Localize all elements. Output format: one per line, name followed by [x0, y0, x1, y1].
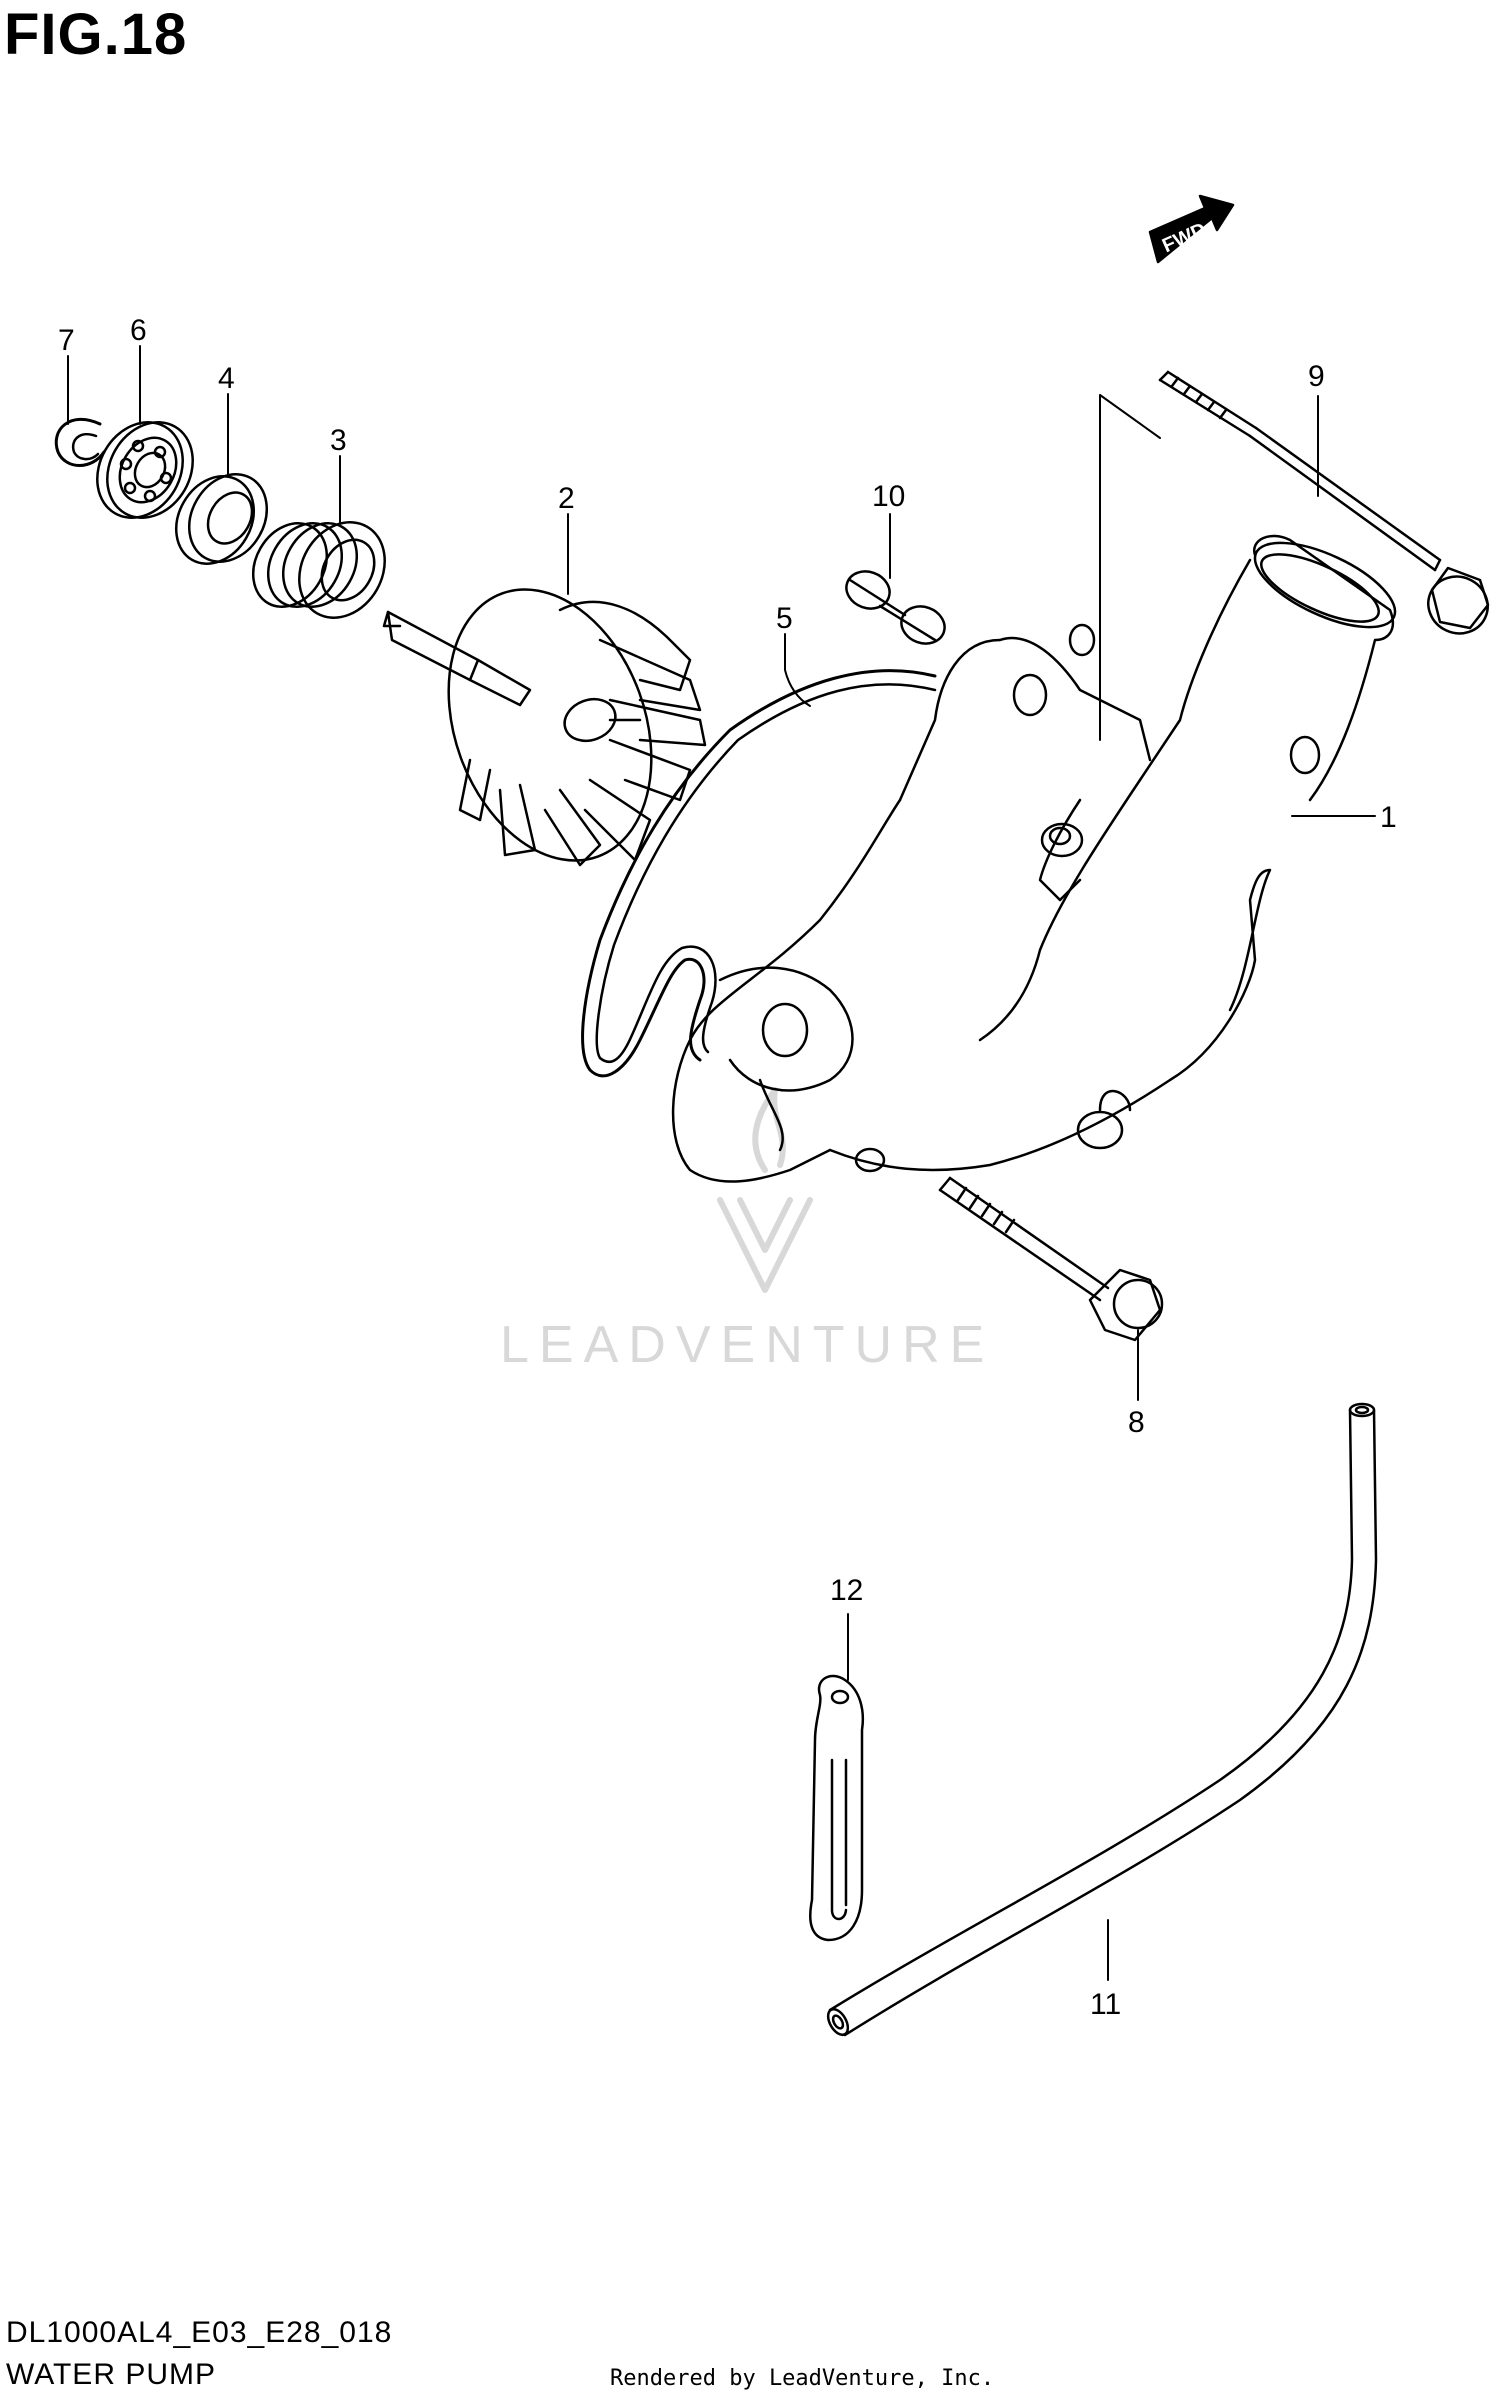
callout-9: 9 — [1308, 360, 1325, 393]
part-12-hose-clamp — [809, 1674, 864, 1942]
leadventure-watermark: LEADVENTURE — [500, 1087, 994, 1374]
part-9-long-bolt — [1158, 370, 1490, 635]
part-8-bolt — [938, 1176, 1164, 1342]
part-11-hose — [826, 1402, 1378, 2037]
callout-5: 5 — [776, 602, 793, 635]
watermark-logo — [717, 1087, 813, 1293]
model-code: DL1000AL4_E03_E28_018 — [6, 2316, 393, 2349]
callout-11: 11 — [1090, 1988, 1121, 2021]
leader-5 — [784, 633, 811, 707]
part-3-mechanical-seal — [251, 521, 386, 619]
part-10-dowel-pin — [845, 570, 946, 645]
callout-numbers: 1 2 3 4 5 6 7 8 9 10 11 12 — [58, 314, 1397, 2021]
render-credit: Rendered by LeadVenture, Inc. — [610, 2366, 995, 2391]
part-4-oil-seal — [175, 473, 268, 565]
part-6-bearing — [96, 421, 194, 519]
part-2-impeller — [382, 588, 707, 867]
callout-12: 12 — [830, 1574, 863, 1607]
leader-9-bracket — [1099, 394, 1161, 741]
callout-8: 8 — [1128, 1406, 1145, 1439]
callout-4: 4 — [218, 362, 235, 395]
callout-2: 2 — [558, 482, 575, 515]
fwd-arrow-icon: FWD — [1148, 194, 1235, 264]
callout-1: 1 — [1380, 801, 1397, 834]
callout-3: 3 — [330, 424, 347, 457]
part-7-circlip — [54, 417, 106, 467]
callout-6: 6 — [130, 314, 147, 347]
watermark-text: LEADVENTURE — [500, 1316, 994, 1374]
part-5-o-ring-gasket — [581, 669, 937, 1078]
part-1-pump-body — [671, 534, 1397, 1183]
figure-title: FIG.18 — [4, 2, 188, 67]
callout-7: 7 — [58, 324, 75, 357]
leader-lines — [67, 345, 1376, 1981]
section-name: WATER PUMP — [6, 2358, 216, 2391]
callout-10: 10 — [872, 480, 905, 513]
